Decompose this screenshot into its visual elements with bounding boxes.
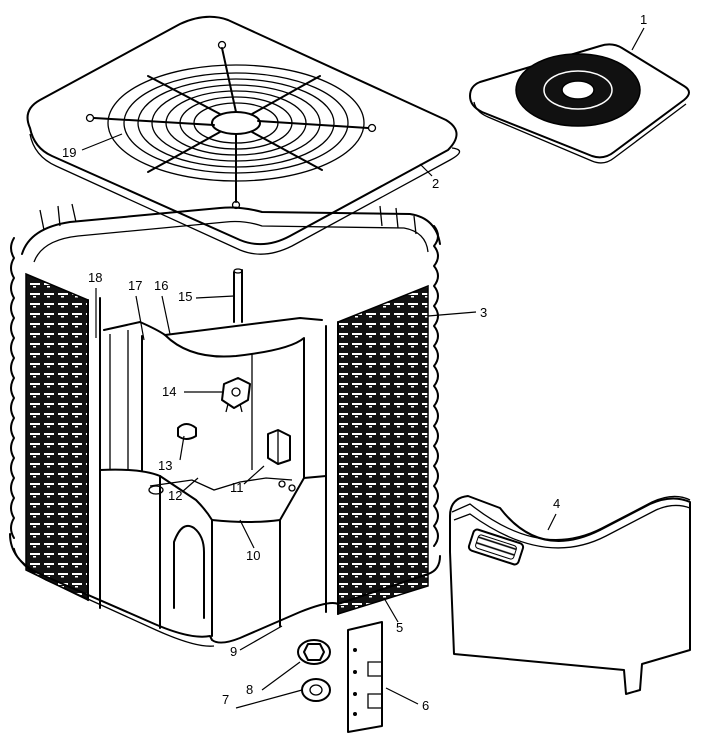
callout-17: 17	[128, 278, 142, 293]
callout-3: 3	[480, 305, 487, 320]
callout-2: 2	[432, 176, 439, 191]
part-11-capacitor-box	[267, 429, 296, 492]
callout-4: 4	[553, 496, 560, 511]
callout-16: 16	[154, 278, 168, 293]
part-14-contactor	[221, 377, 251, 413]
callout-7: 7	[222, 692, 229, 707]
callout-15: 15	[178, 289, 192, 304]
part-13-clamp	[177, 423, 197, 440]
leader-lines	[81, 27, 645, 709]
part-7-nut	[301, 678, 331, 702]
right-coil	[337, 284, 429, 616]
callout-10: 10	[246, 548, 260, 563]
callout-19: 19	[62, 145, 76, 160]
left-coil	[25, 272, 89, 602]
callout-12: 12	[168, 488, 182, 503]
callout-9: 9	[230, 644, 237, 659]
part-2-top-panel	[26, 15, 461, 255]
callout-1: 1	[640, 12, 647, 27]
part-8-washer	[297, 639, 331, 665]
callout-6: 6	[422, 698, 429, 713]
part-4-access-panel	[449, 495, 691, 695]
part-1-fan-guard	[469, 43, 690, 164]
part-19-fan-grille	[85, 40, 377, 210]
callout-18: 18	[88, 270, 102, 285]
part-6-mounting-plate	[347, 621, 383, 733]
callout-13: 13	[158, 458, 172, 473]
callout-11: 11	[230, 480, 244, 495]
callout-8: 8	[246, 682, 253, 697]
cabinet-body	[9, 203, 441, 647]
callout-14: 14	[162, 384, 176, 399]
callout-labels: 1 2 3 4 5 6 7 8 9 10 11 12 13 14 15 16 1…	[62, 12, 647, 713]
callout-5: 5	[396, 620, 403, 635]
